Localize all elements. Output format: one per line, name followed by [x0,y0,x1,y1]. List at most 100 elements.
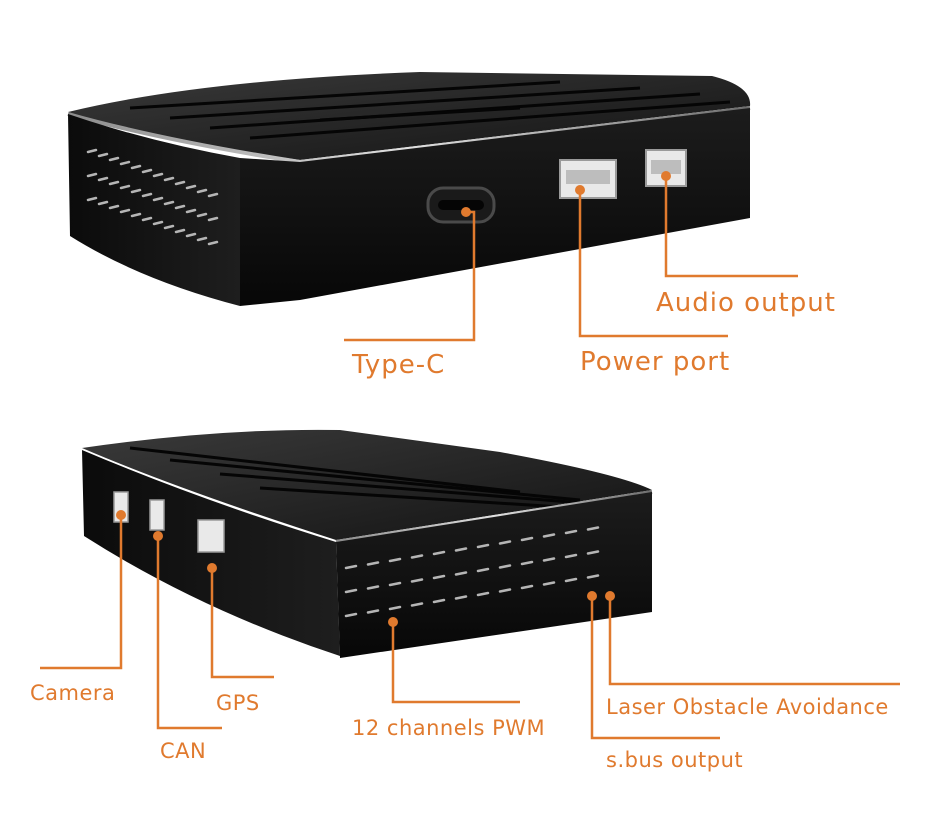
header-pin [454,547,468,552]
header-pin [344,564,358,570]
device2-header-pins [344,526,600,618]
header-pin [141,192,153,198]
header-pin [86,148,98,154]
device1-rim [67,106,751,165]
header-pin [586,574,600,579]
header-pin [86,172,98,178]
header-pin [163,176,175,182]
header-pin [410,554,424,559]
label-camera: Camera [30,681,116,705]
header-pin [564,553,578,559]
device1-fin-grooves [129,80,731,140]
dot-power-port [575,185,585,195]
dot-type-c [461,207,471,217]
header-pin [498,564,512,569]
gps-port [197,519,225,553]
header-pin [520,536,534,542]
header-pin [174,228,186,234]
leader-power-port [578,190,728,338]
flight-controller-rear-view [82,429,653,658]
header-pin [174,204,186,210]
header-pin [185,184,197,190]
header-pin [141,216,153,222]
header-pin [542,533,556,538]
header-pin [344,612,358,618]
label-laser: Laser Obstacle Avoidance [606,695,889,719]
header-pin [185,232,197,238]
header-pin [476,591,490,597]
can-port [149,499,165,531]
label-sbus: s.bus output [606,748,744,772]
header-pin [432,598,446,604]
header-pin [174,180,186,186]
header-pin [410,578,424,583]
header-pin [586,526,600,531]
header-pin [564,529,578,535]
header-pin [119,160,131,166]
device1-header-pins [86,148,219,246]
header-pin [97,200,109,206]
header-pin [119,208,131,214]
header-pin [141,168,153,174]
leader-audio-output [664,176,798,278]
header-pin [207,216,219,222]
header-pin [366,609,380,614]
device2-front-face [336,492,652,658]
header-pin [108,156,120,162]
header-pin [196,212,208,218]
leader-pwm [391,622,520,704]
leader-sbus [590,596,720,740]
header-pin [388,605,402,611]
flight-controller-top-view [67,72,751,306]
leader-laser [608,596,900,686]
header-pin [196,236,208,242]
header-pin [163,224,175,230]
power-port-inner [566,170,610,184]
header-pin [498,588,512,593]
dot-sbus [587,591,597,601]
audio-port-inner [651,160,681,174]
header-pin [185,208,197,214]
header-pin [97,152,109,158]
dot-audio-output [661,171,671,181]
leader-camera [40,515,123,670]
header-pin [520,560,534,566]
header-pin [520,584,534,590]
header-pin [207,240,219,246]
device2-left-side [82,450,340,656]
dot-can [153,531,163,541]
header-pin [388,557,402,563]
label-pwm: 12 channels PWM [352,716,546,740]
dot-pwm [388,617,398,627]
device1-left-side [68,114,240,306]
label-gps: GPS [216,691,260,715]
callout-dots [116,171,671,627]
leader-can [156,536,222,730]
header-pin [152,196,164,202]
header-pin [476,543,490,549]
dot-laser [605,591,615,601]
leader-gps [210,568,274,679]
header-pin [432,550,446,556]
label-power-port: Power port [580,347,731,377]
header-pin [432,574,446,580]
label-audio-output: Audio output [656,288,836,318]
header-pin [476,567,490,573]
header-pin [152,220,164,226]
header-pin [196,188,208,194]
header-pin [366,585,380,590]
header-pin [130,188,142,194]
header-pin [163,200,175,206]
header-pin [410,602,424,607]
header-pin [152,172,164,178]
header-pin [130,164,142,170]
header-pin [454,571,468,576]
header-pin [130,212,142,218]
header-pin [542,557,556,562]
header-pin [498,540,512,545]
header-pin [366,561,380,566]
header-pin [97,176,109,182]
header-pin [108,180,120,186]
header-pin [542,581,556,586]
